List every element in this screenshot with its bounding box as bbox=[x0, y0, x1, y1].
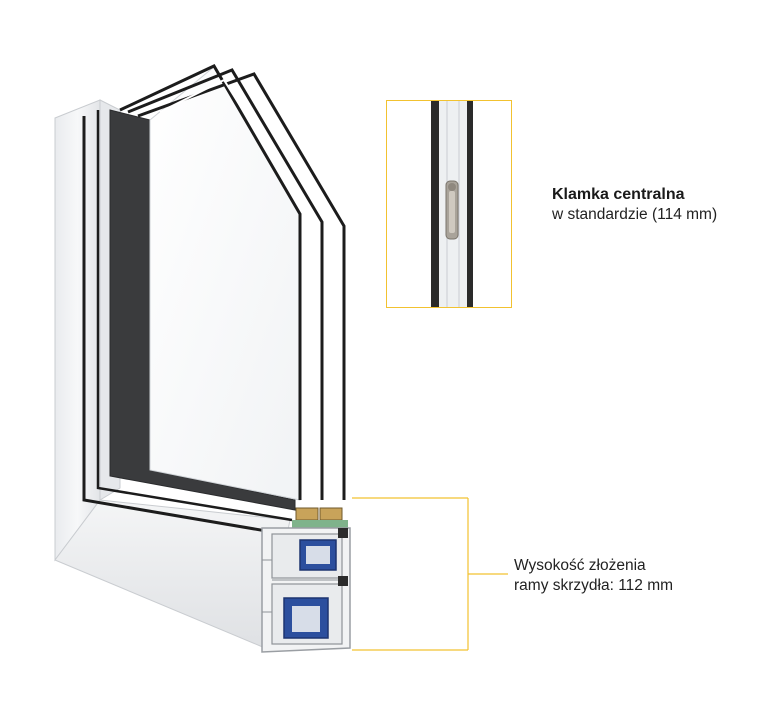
handle-detail-image bbox=[387, 101, 511, 307]
frame-left-leg bbox=[54, 99, 101, 562]
height-callout: Wysokość złożenia ramy skrzydła: 112 mm bbox=[514, 556, 673, 596]
spacer-left bbox=[295, 507, 319, 521]
frame-bottom-leg bbox=[54, 499, 291, 649]
height-callout-line1: Wysokość złożenia bbox=[514, 557, 646, 574]
handle-callout: Klamka centralna w standardzie (114 mm) bbox=[552, 185, 717, 225]
handle-callout-title: Klamka centralna bbox=[552, 186, 685, 203]
handle-detail-inset bbox=[386, 100, 512, 308]
spacer-right bbox=[319, 507, 343, 521]
glass-edge-2 bbox=[127, 68, 324, 500]
glass-pane bbox=[149, 65, 301, 501]
handle-icon bbox=[445, 180, 459, 240]
handle-callout-subtitle: w standardzie (114 mm) bbox=[552, 206, 718, 223]
sash-gasket-line bbox=[96, 110, 293, 522]
profile-cross-section bbox=[261, 527, 351, 653]
height-callout-line2: ramy skrzydła: 112 mm bbox=[514, 577, 674, 594]
glazing-bead-seal bbox=[292, 520, 348, 528]
glass-edge-1 bbox=[119, 64, 302, 500]
frame-gasket-line bbox=[82, 116, 291, 537]
height-dimension-bracket bbox=[352, 497, 508, 651]
glass-inner-highlight bbox=[159, 78, 313, 221]
